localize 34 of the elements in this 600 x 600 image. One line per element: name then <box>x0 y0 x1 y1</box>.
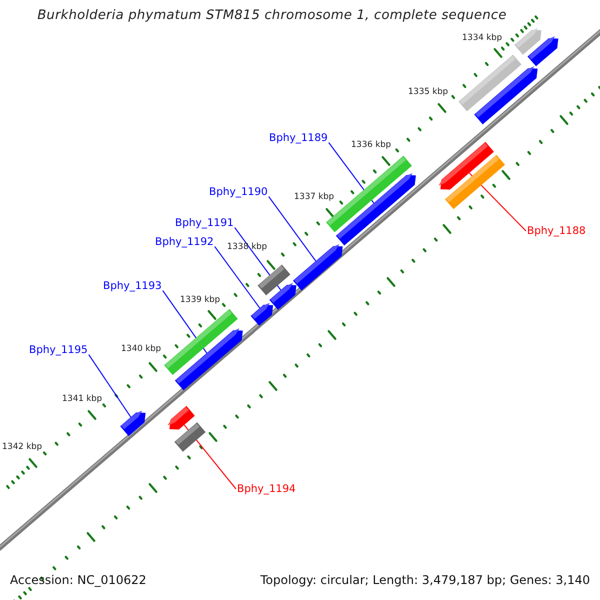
scale-label: 1336 kbp <box>351 141 392 150</box>
gene-label: Bphy_1194 <box>237 484 296 496</box>
scale-label: 1334 kbp <box>462 34 502 44</box>
leader-line <box>268 196 316 262</box>
gene-feature <box>474 66 538 124</box>
scale-label: 1338 kbp <box>227 243 268 252</box>
gene-label: Bphy_1193 <box>103 281 162 293</box>
scale-label: 1335 kbp <box>408 88 448 98</box>
gene-feature <box>336 173 416 246</box>
gene-feature <box>168 406 195 430</box>
leader-line <box>214 246 260 309</box>
footer-text: Topology: circular; Length: 3,479,187 bp; Genes: 3,140 <box>260 574 590 588</box>
gene-feature <box>528 36 558 66</box>
scale-label: 1337 kbp <box>294 193 334 202</box>
gene-label: Bphy_1190 <box>209 187 268 199</box>
gene-feature <box>120 410 146 436</box>
gene-feature <box>269 282 296 310</box>
footer-text: Accession: NC_010622 <box>10 574 146 588</box>
scale-label: 1340 kbp <box>121 345 162 354</box>
gene-bar <box>174 422 206 452</box>
gene-label: Bphy_1191 <box>175 218 234 230</box>
scale-label: 1342 kbp <box>2 443 42 452</box>
gene-label: Bphy_1188 <box>527 226 586 238</box>
gene-bar <box>445 154 505 210</box>
gene-label: Bphy_1189 <box>269 133 328 145</box>
leader-line <box>88 354 132 418</box>
gene-feature <box>174 328 243 390</box>
scale-label: 1339 kbp <box>180 296 220 306</box>
gene-feature <box>250 302 274 326</box>
gene-label: Bphy_1192 <box>155 237 214 249</box>
gene-label: Bphy_1195 <box>29 345 88 357</box>
gene-feature <box>293 244 343 290</box>
scale-label: 1341 kbp <box>62 395 102 404</box>
title: Burkholderia phymatum STM815 chromosome 1, complete sequence <box>36 9 508 24</box>
